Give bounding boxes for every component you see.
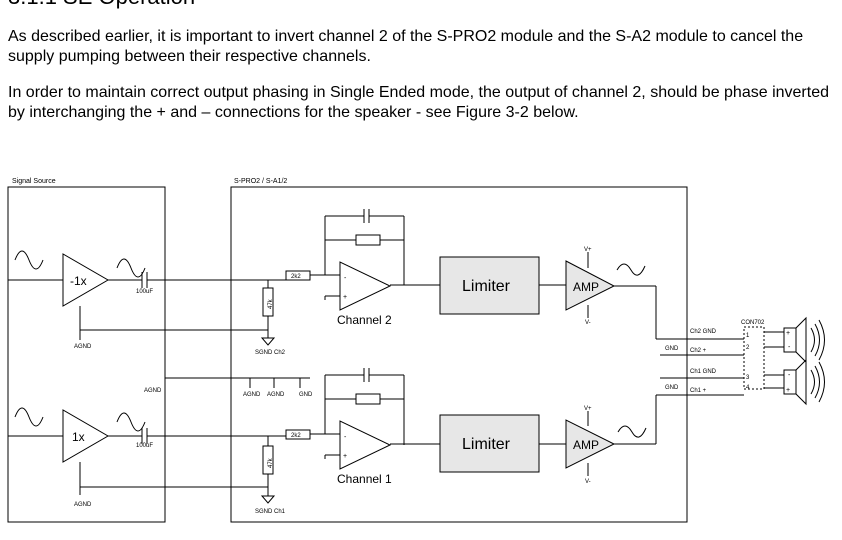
vplus-ch2: V+ (584, 247, 592, 253)
channel-2-label: Channel 2 (337, 313, 392, 327)
opamp-plus-ch2: + (343, 294, 347, 301)
buffer-gain-ch2: -1x (70, 274, 87, 288)
opamp-plus-ch1: + (343, 453, 347, 460)
gnd-label-3: GND (299, 392, 313, 398)
paragraph-2: In order to maintain correct output phas… (8, 84, 829, 121)
gnd-label-1: AGND (243, 392, 261, 398)
limiter-ch1 (439, 414, 540, 473)
limiter-label-ch1: Limiter (462, 436, 511, 453)
speaker-minus-ch2: - (788, 344, 791, 351)
resistor-series-ch1: 2k2 (291, 433, 301, 439)
channel-1-path: 1x 100uF AGND 47k SGND Ch1 2k2 - + Cha (8, 368, 744, 515)
ground-icon (260, 495, 276, 504)
pin-2: 2 (746, 345, 750, 351)
pin-3: 3 (746, 375, 750, 381)
limiter-label-ch2: Limiter (462, 278, 511, 295)
module-label: S-PRO2 / S-A1/2 (234, 178, 287, 185)
out-gnd-ch2: Ch2 GND (690, 329, 717, 335)
agnd-ch2: AGND (74, 344, 92, 350)
speaker-minus-ch1: - (788, 372, 791, 379)
gnd-ch2: GND (665, 346, 679, 352)
connector-label: CON702 (741, 320, 765, 326)
resistor-shunt-ch2: 47k (268, 298, 274, 309)
sgnd-ch1: SGND Ch1 (255, 509, 286, 515)
signal-source-label: Signal Source (12, 178, 56, 185)
amp-label-ch1: AMP (573, 438, 599, 452)
connector-con702 (743, 326, 765, 390)
ground-icon (260, 337, 276, 346)
amp-ch2 (565, 260, 616, 311)
opamp-ch2 (339, 261, 392, 311)
speaker-icon: - + (783, 358, 825, 406)
cap-label-ch2: 100uF (136, 289, 153, 295)
sgnd-ch2: SGND Ch2 (255, 350, 286, 356)
paragraph-1: As described earlier, it is important to… (8, 28, 804, 65)
buffer-ch1 (62, 409, 109, 463)
sine-wave-icon (14, 250, 44, 270)
buffer-gain-ch1: 1x (72, 430, 85, 444)
opamp-minus-ch1: - (344, 434, 347, 441)
channel-1-label: Channel 1 (337, 472, 392, 486)
pin-4: 4 (746, 385, 750, 391)
sine-wave-icon (116, 412, 146, 432)
sine-wave-icon (116, 258, 146, 278)
out-plus-ch1: Ch1 + (690, 388, 707, 394)
channel-2-path: -1x 100uF AGND 47k SGND Ch2 2k2 (8, 209, 744, 356)
opamp-ch1 (339, 420, 392, 470)
signal-source-box (7, 186, 166, 523)
out-gnd-ch1: Ch1 GND (690, 369, 717, 375)
speaker-icon: + - (783, 316, 825, 364)
gnd-label-2: AGND (267, 392, 285, 398)
out-plus-ch2: Ch2 + (690, 348, 707, 354)
pin-1: 1 (746, 333, 750, 339)
section-heading: 3.1.1 SE Operation (8, 0, 195, 10)
resistor-series-ch2: 2k2 (291, 274, 301, 280)
buffer-ch2 (62, 253, 109, 307)
amp-label-ch2: AMP (573, 280, 599, 294)
sine-wave-icon (14, 407, 44, 427)
speaker-plus-ch1: + (786, 387, 790, 394)
sine-wave-icon (617, 425, 647, 438)
vminus-ch2: V- (585, 320, 591, 326)
vminus-ch1: V- (585, 479, 591, 485)
vplus-ch1: V+ (584, 406, 592, 412)
amp-ch1 (565, 419, 616, 469)
agnd-top-ch1: AGND (144, 388, 162, 394)
speaker-plus-ch2: + (786, 330, 790, 337)
agnd-ch1: AGND (74, 502, 92, 508)
cap-label-ch1: 100uF (136, 443, 153, 449)
sine-wave-icon (616, 263, 646, 276)
gnd-ch1: GND (665, 385, 679, 391)
opamp-minus-ch2: - (344, 275, 347, 282)
resistor-shunt-ch1: 47k (268, 457, 274, 468)
